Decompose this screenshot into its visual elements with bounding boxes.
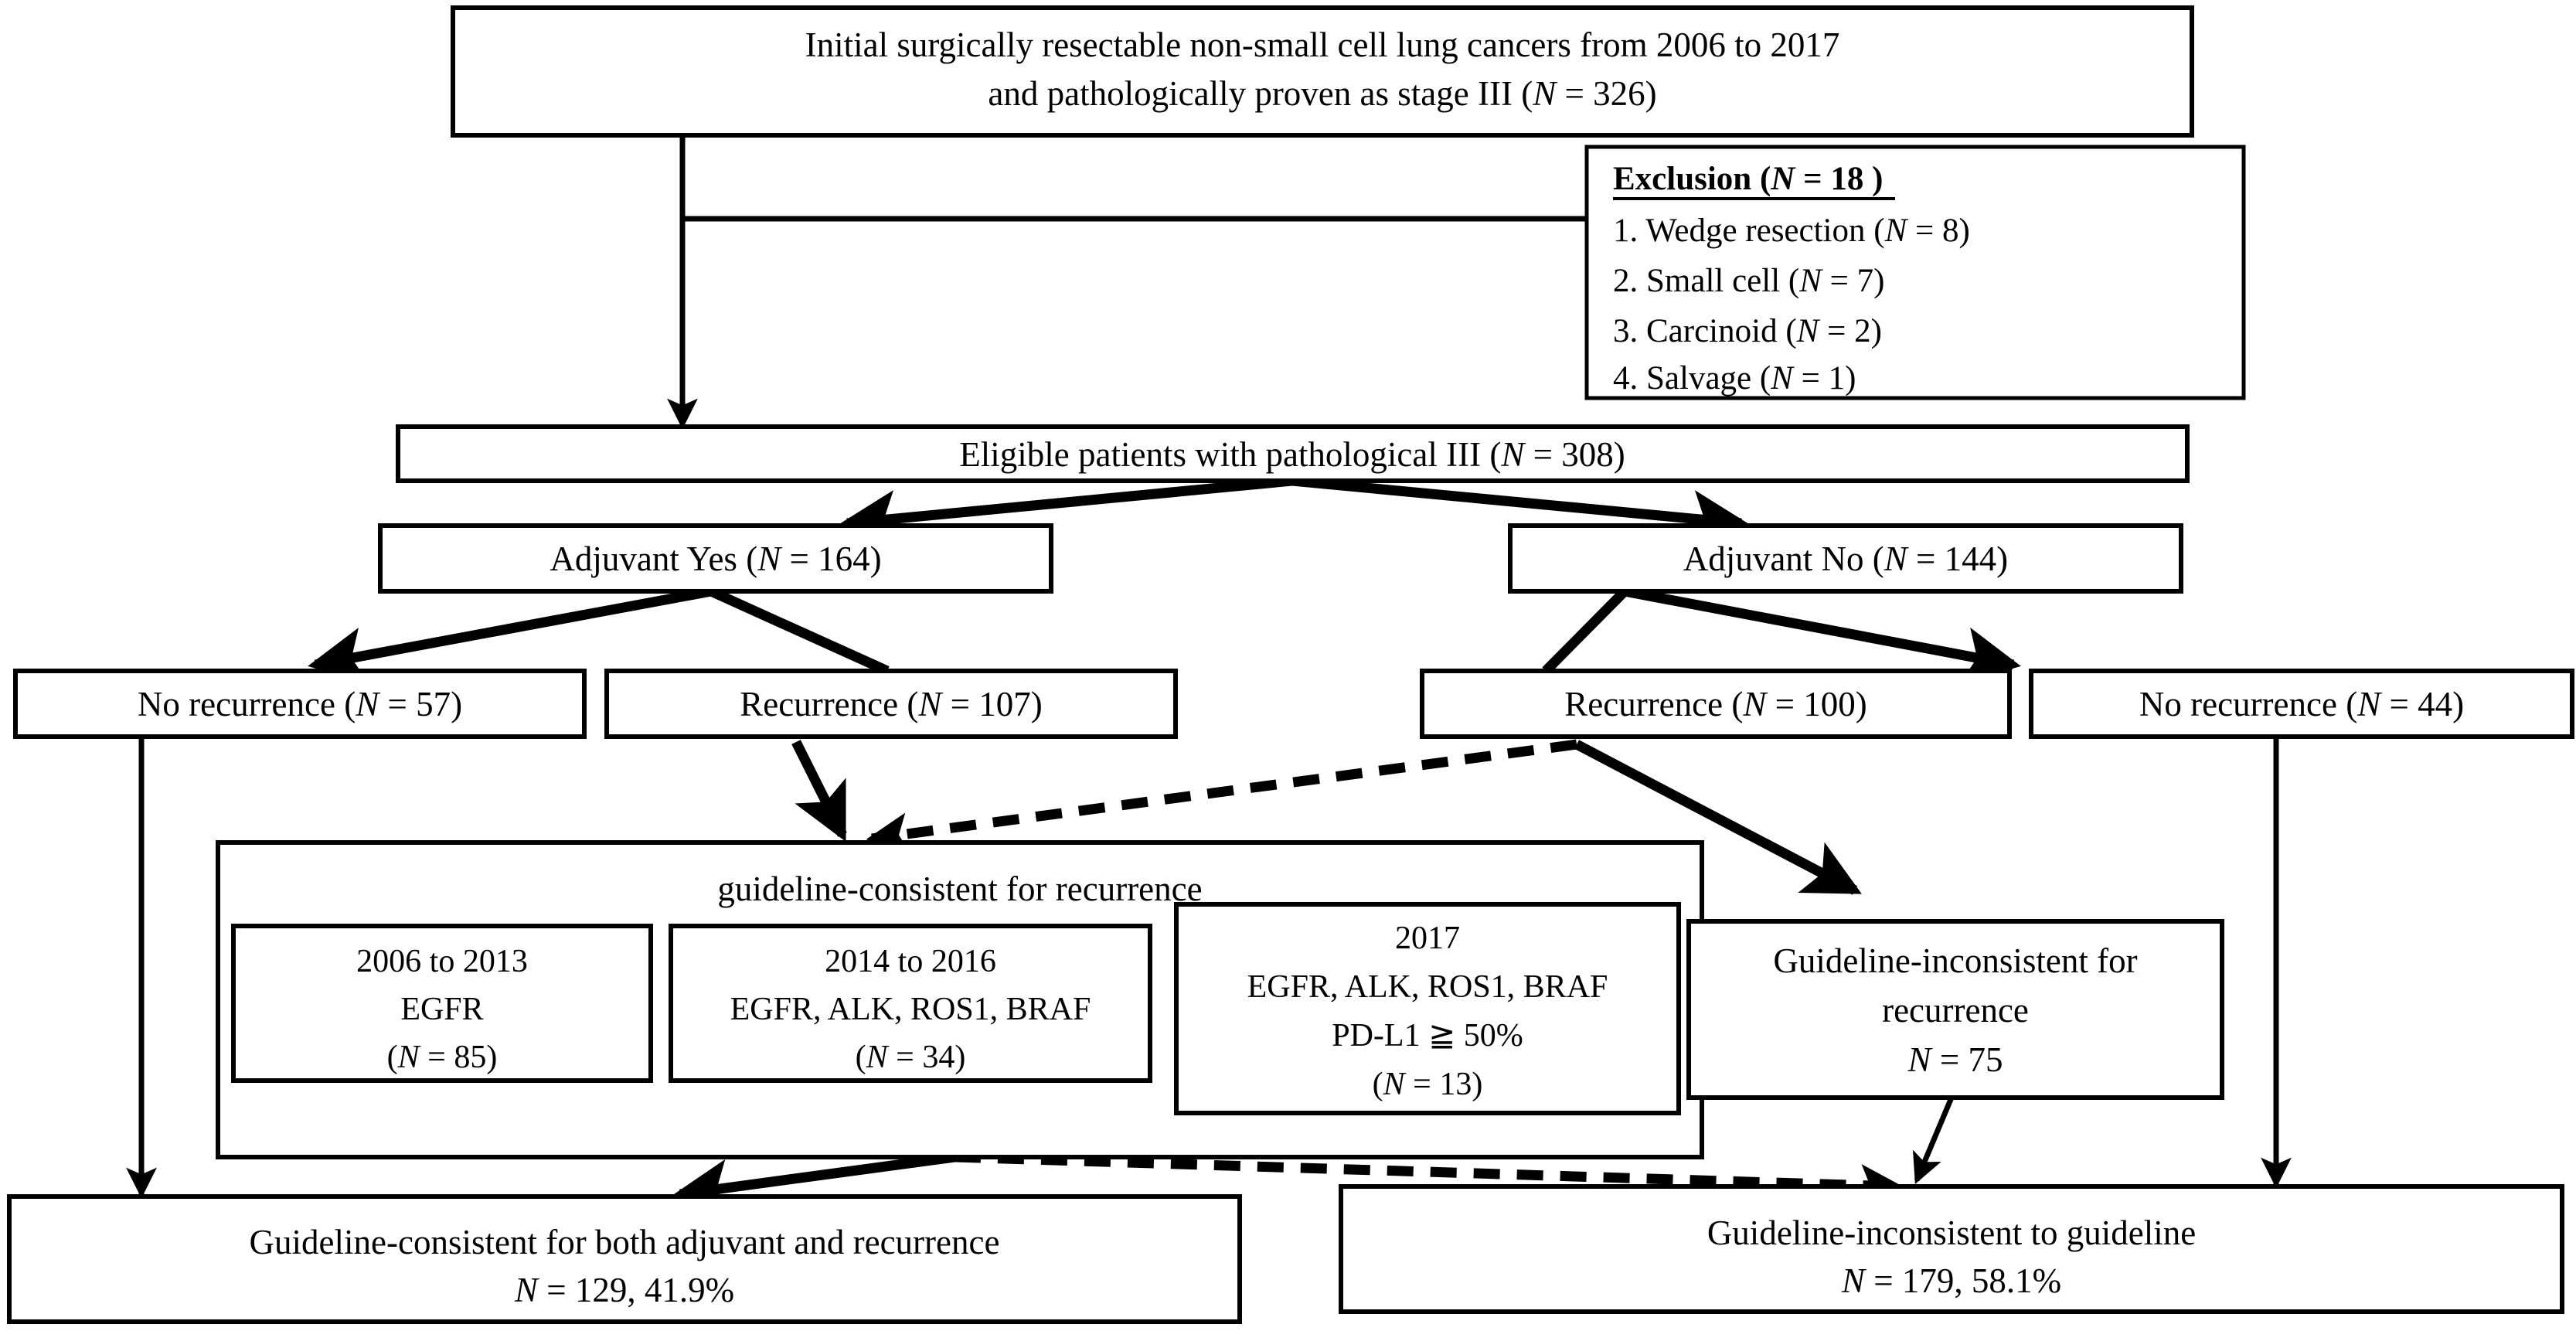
node-exclusion[interactable]: Exclusion (N = 18 ) 1. Wedge resection (… xyxy=(1584,145,2246,400)
period-1-years: 2006 to 2013 xyxy=(356,944,528,979)
connector-recurrence107-to-guideline-consistent xyxy=(791,740,847,843)
node-period-2006-2013[interactable]: 2006 to 2013 EGFR (N = 85) xyxy=(231,924,653,1083)
connector-eligible-to-adjuvant-no xyxy=(1291,475,1750,547)
node-adjuvant-yes[interactable]: Adjuvant Yes (N = 164) xyxy=(378,523,1053,594)
exclusion-item-1: 1. Wedge resection (N = 8) xyxy=(1613,213,1970,249)
recurrence-107-label: Recurrence (N = 107) xyxy=(740,685,1042,723)
initial-line2: and pathologically proven as stage III (… xyxy=(988,74,1656,113)
connector-guideline-consistent-to-bottom-inconsistent-dashed xyxy=(954,1152,1904,1207)
guideline-inconsistent-line1: Guideline-inconsistent for xyxy=(1773,941,2137,980)
node-bottom-guideline-consistent[interactable]: Guideline-consistent for both adjuvant a… xyxy=(7,1194,1242,1324)
period-2-years: 2014 to 2016 xyxy=(825,944,996,979)
connector-recurrence100-to-guideline-inconsistent xyxy=(1574,740,1862,895)
connector-recurrence100-to-guideline-consistent-dashed xyxy=(866,739,1577,855)
bottom-inconsistent-line1: Guideline-inconsistent to guideline xyxy=(1707,1214,2196,1252)
node-initial-cohort[interactable]: Initial surgically resectable non-small … xyxy=(451,5,2194,138)
connector-guideline-inconsistent-to-bottom-inconsistent xyxy=(1912,1096,1955,1185)
node-bottom-guideline-inconsistent[interactable]: Guideline-inconsistent to guideline N = … xyxy=(1339,1184,2564,1314)
connector-adjuvant-no-to-recurrence xyxy=(1542,587,1628,675)
connector-eligible-to-adjuvant-yes xyxy=(839,475,1293,547)
node-guideline-inconsistent-recurrence[interactable]: Guideline-inconsistent for recurrence N … xyxy=(1686,919,2224,1100)
period-3-n: (N = 13) xyxy=(1373,1067,1483,1102)
connector-adjuvant-no-to-no-recurrence xyxy=(1623,586,2021,684)
bottom-consistent-line1: Guideline-consistent for both adjuvant a… xyxy=(250,1223,1000,1261)
node-eligible-patients[interactable]: Eligible patients with pathological III … xyxy=(396,424,2190,483)
node-adjuvant-no[interactable]: Adjuvant No (N = 144) xyxy=(1508,523,2183,594)
connector-adjuvant-yes-to-no-recurrence xyxy=(308,586,713,684)
connector-adjuvant-yes-to-recurrence xyxy=(709,587,890,676)
node-no-recurrence-57[interactable]: No recurrence (N = 57) xyxy=(13,669,587,739)
initial-line1: Initial surgically resectable non-small … xyxy=(805,26,1840,64)
node-period-2017[interactable]: 2017 EGFR, ALK, ROS1, BRAF PD-L1 ≧ 50% (… xyxy=(1174,902,1681,1115)
node-no-recurrence-44[interactable]: No recurrence (N = 44) xyxy=(2029,669,2574,739)
exclusion-heading: Exclusion (N = 18 ) xyxy=(1613,161,1883,197)
adjuvant-yes-label: Adjuvant Yes (N = 164) xyxy=(550,540,881,578)
guideline-consistent-heading: guideline-consistent for recurrence xyxy=(717,870,1202,908)
recurrence-100-label: Recurrence (N = 100) xyxy=(1564,685,1866,723)
eligible-label: Eligible patients with pathological III … xyxy=(959,435,1625,474)
exclusion-item-3: 3. Carcinoid (N = 2) xyxy=(1613,313,1882,349)
period-3-markers: EGFR, ALK, ROS1, BRAF xyxy=(1247,969,1608,1005)
guideline-inconsistent-n: N = 75 xyxy=(1907,1040,2003,1079)
period-3-years: 2017 xyxy=(1395,921,1460,956)
period-2-markers: EGFR, ALK, ROS1, BRAF xyxy=(730,992,1091,1027)
adjuvant-no-label: Adjuvant No (N = 144) xyxy=(1683,540,2008,578)
no-recurrence-44-label: No recurrence (N = 44) xyxy=(2139,685,2464,723)
exclusion-item-4: 4. Salvage (N = 1) xyxy=(1613,360,1856,397)
period-1-n: (N = 85) xyxy=(387,1040,498,1075)
bottom-consistent-line2: N = 129, 41.9% xyxy=(514,1271,734,1309)
no-recurrence-57-label: No recurrence (N = 57) xyxy=(138,685,462,723)
period-2-n: (N = 34) xyxy=(856,1040,966,1075)
node-recurrence-100[interactable]: Recurrence (N = 100) xyxy=(1420,669,2012,739)
connector-guideline-consistent-to-bottom-consistent xyxy=(672,1152,955,1217)
node-period-2014-2016[interactable]: 2014 to 2016 EGFR, ALK, ROS1, BRAF (N = … xyxy=(669,924,1152,1083)
period-1-markers: EGFR xyxy=(400,992,483,1027)
guideline-inconsistent-line2: recurrence xyxy=(1882,991,2029,1030)
bottom-inconsistent-line2: N = 179, 58.1% xyxy=(1841,1261,2061,1300)
node-guideline-consistent-group[interactable]: guideline-consistent for recurrence 2006… xyxy=(216,840,1704,1159)
node-recurrence-107[interactable]: Recurrence (N = 107) xyxy=(604,669,1178,739)
period-3-markers-2: PD-L1 ≧ 50% xyxy=(1332,1018,1523,1054)
exclusion-item-2: 2. Small cell (N = 7) xyxy=(1613,263,1885,299)
